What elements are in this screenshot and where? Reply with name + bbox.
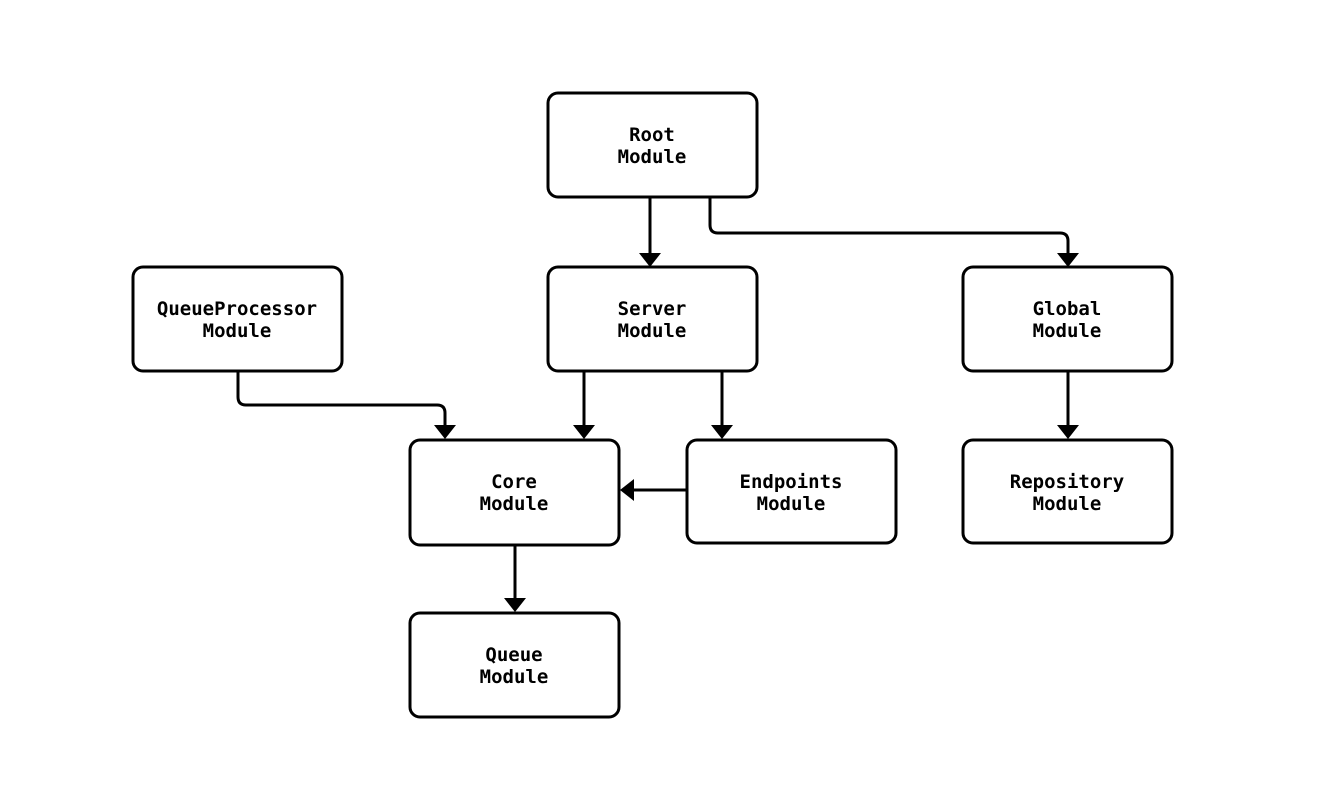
node-label-line1: Core xyxy=(491,471,537,493)
edge-server-to-endpoints xyxy=(711,371,733,439)
node-label-line1: Repository xyxy=(1010,471,1124,493)
arrowhead-down-icon xyxy=(1057,425,1079,439)
node-label-line1: Server xyxy=(618,298,687,320)
node-repository-module: Repository Module xyxy=(961,438,1174,545)
arrowhead-down-icon xyxy=(639,253,661,267)
node-queue-module: Queue Module xyxy=(408,611,621,719)
edge-root-to-global xyxy=(708,197,1079,267)
node-label-line2: Module xyxy=(480,666,549,688)
node-label-line2: Module xyxy=(618,146,687,168)
edge-line xyxy=(236,371,447,426)
node-box xyxy=(408,438,621,547)
node-box xyxy=(685,438,898,545)
arrowhead-down-icon xyxy=(434,425,456,439)
node-endpoints-module: Endpoints Module xyxy=(685,438,898,545)
edge-core-to-queue xyxy=(504,545,526,612)
node-box xyxy=(131,265,344,373)
edge-queueprocessor-to-core xyxy=(236,371,456,439)
node-label-line2: Module xyxy=(203,320,272,342)
edge-endpoints-to-core xyxy=(620,479,687,501)
arrowhead-left-icon xyxy=(620,479,634,501)
arrowhead-down-icon xyxy=(711,425,733,439)
node-label-line1: Root xyxy=(629,124,675,146)
node-box xyxy=(546,91,759,199)
arrowhead-down-icon xyxy=(504,598,526,612)
node-label-line2: Module xyxy=(757,493,826,515)
node-box xyxy=(961,265,1174,373)
node-label-line2: Module xyxy=(1033,320,1102,342)
node-server-module: Server Module xyxy=(546,265,759,373)
node-label-line1: Global xyxy=(1033,298,1102,320)
edge-root-to-server xyxy=(639,197,661,267)
node-label-line2: Module xyxy=(1033,493,1102,515)
node-label-line2: Module xyxy=(480,493,549,515)
node-core-module: Core Module xyxy=(408,438,621,547)
node-box xyxy=(546,265,759,373)
node-label-line1: QueueProcessor xyxy=(157,298,317,320)
edge-server-to-core xyxy=(573,371,595,439)
arrowhead-down-icon xyxy=(573,425,595,439)
edge-line xyxy=(708,197,1070,254)
node-label-line1: Queue xyxy=(485,644,542,666)
node-root-module: Root Module xyxy=(546,91,759,199)
node-label-line1: Endpoints xyxy=(740,471,843,493)
arrowhead-down-icon xyxy=(1057,253,1079,267)
node-box xyxy=(408,611,621,719)
edge-global-to-repository xyxy=(1057,371,1079,439)
node-label-line2: Module xyxy=(618,320,687,342)
node-queueprocessor-module: QueueProcessor Module xyxy=(131,265,344,373)
node-box xyxy=(961,438,1174,545)
node-global-module: Global Module xyxy=(961,265,1174,373)
